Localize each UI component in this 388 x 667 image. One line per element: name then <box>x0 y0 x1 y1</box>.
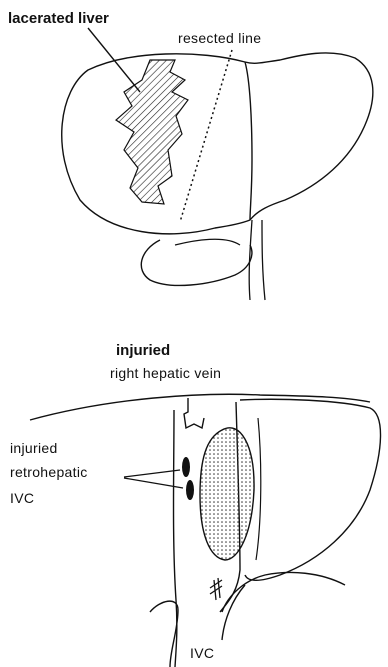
label-lacerated-liver: lacerated liver <box>8 10 109 27</box>
ivc-injury-upper <box>182 457 190 477</box>
vessel-right <box>262 220 265 300</box>
ivc-injury-lower <box>186 480 194 500</box>
resected-line <box>180 50 232 222</box>
cut-lobe-surface <box>200 428 254 560</box>
upper-border <box>30 394 370 420</box>
left-curve <box>150 601 178 667</box>
liver-outline <box>62 53 373 234</box>
top-liver-panel <box>62 28 373 300</box>
laceration-region <box>116 60 188 204</box>
retro-pointer-upper <box>124 470 180 477</box>
label-injuried-rhv: injuried <box>116 342 170 359</box>
label-resected-line: resected line <box>178 30 261 46</box>
gallbladder-lobe <box>141 240 252 285</box>
bottom-liver-panel <box>30 394 381 667</box>
lower-vessel-right <box>222 572 345 612</box>
label-ivc-left: IVC <box>10 490 34 506</box>
label-retrohepatic: retrohepatic <box>10 464 88 480</box>
rhv-stump <box>184 398 204 428</box>
lobe-inner-line <box>256 418 261 560</box>
label-injuried-ivc: injuried <box>10 440 58 456</box>
label-right-hepatic-vein: right hepatic vein <box>110 365 221 381</box>
laceration-pointer <box>88 28 140 92</box>
clamp-mark <box>210 578 222 600</box>
gallbladder-lobe-inner <box>175 239 240 245</box>
falciform-notch <box>245 62 252 220</box>
label-ivc-bottom: IVC <box>190 645 214 661</box>
